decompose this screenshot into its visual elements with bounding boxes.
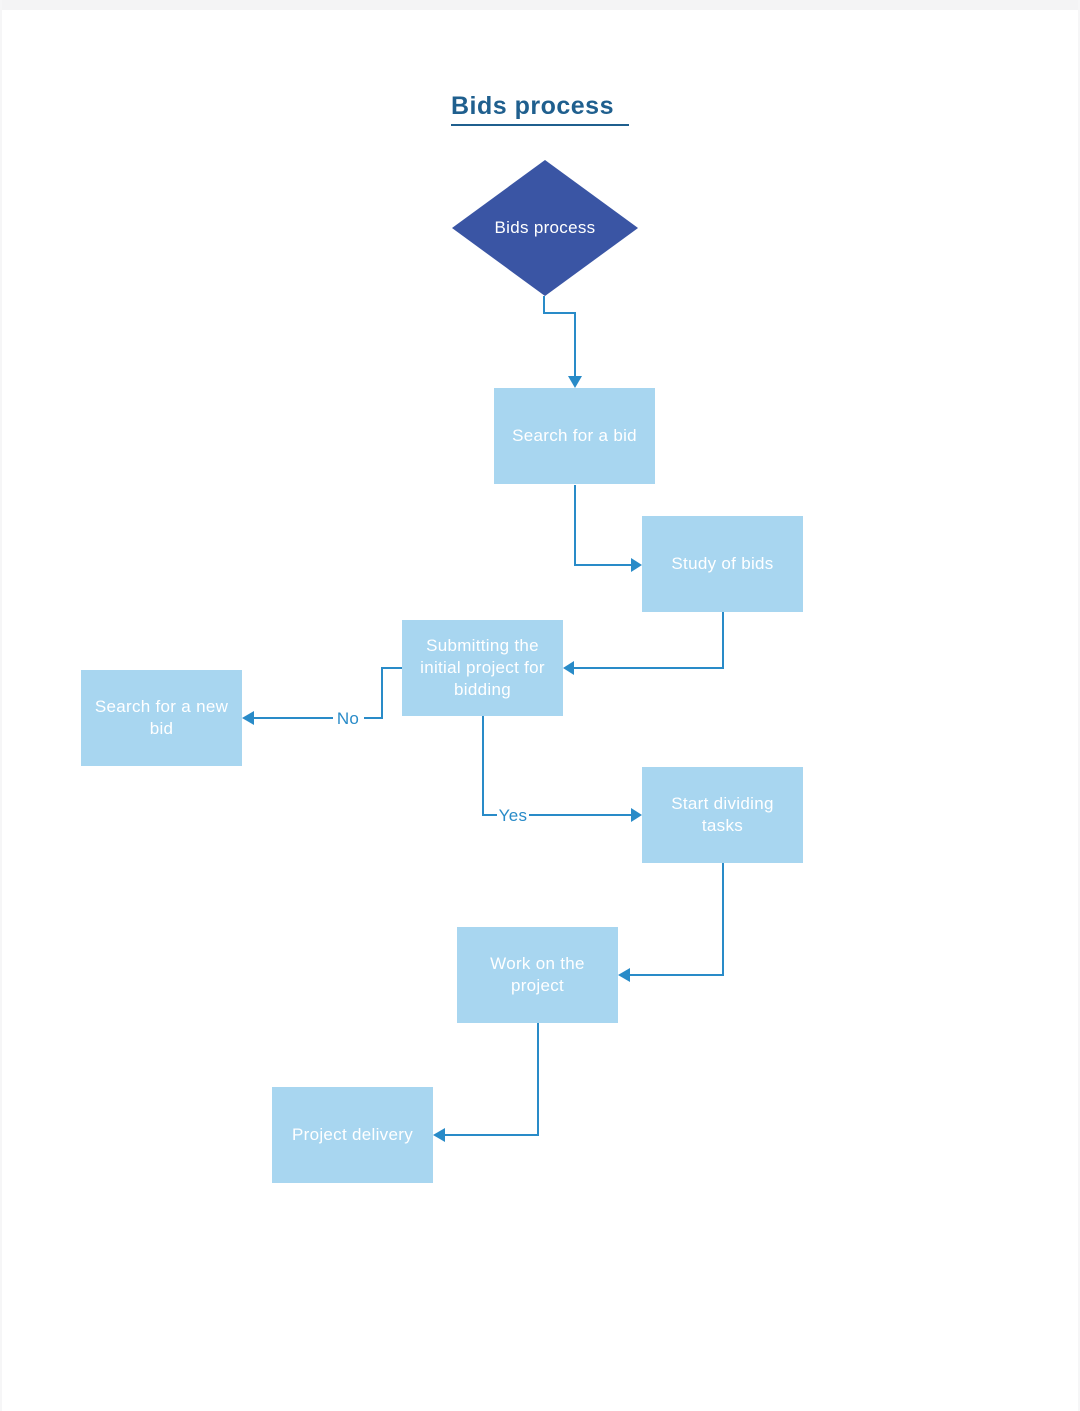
connector-study-to-submitting	[574, 611, 724, 669]
connector-no-branch	[254, 667, 402, 719]
edge-label-no: No	[336, 709, 360, 728]
node-search-for-a-new-bid: Search for a new bid	[81, 670, 242, 766]
connector-work-to-delivery	[445, 1022, 539, 1136]
node-submitting-initial-project-label: Submitting the initial project for biddi…	[420, 635, 545, 700]
title-row: Bids process	[2, 92, 1078, 126]
node-start-dividing-tasks-label: Start dividing tasks	[671, 793, 774, 835]
connector-dividing-to-work	[630, 863, 724, 976]
arrowhead-into-delivery	[433, 1128, 445, 1142]
node-project-delivery: Project delivery	[272, 1087, 433, 1183]
node-work-on-the-project: Work on the project	[457, 927, 618, 1023]
connector-search-to-study	[574, 485, 631, 566]
arrowhead-into-work	[618, 968, 630, 982]
node-work-on-the-project-label: Work on the project	[490, 953, 585, 995]
node-search-for-a-bid-label: Search for a bid	[512, 425, 637, 445]
connector-yes-branch	[482, 716, 631, 816]
node-study-of-bids-label: Study of bids	[671, 553, 774, 573]
node-start-dividing-tasks: Start dividing tasks	[642, 767, 803, 863]
node-project-delivery-label: Project delivery	[291, 1124, 413, 1144]
arrowhead-into-dividing	[631, 808, 642, 822]
node-search-for-a-bid: Search for a bid	[494, 388, 655, 484]
connector-start-to-search	[543, 296, 576, 377]
arrowhead-into-study	[631, 558, 642, 572]
page-top-margin	[2, 0, 1078, 10]
edge-label-yes: Yes	[498, 806, 528, 825]
arrowhead-into-search	[568, 376, 582, 388]
node-search-for-a-new-bid-label: Search for a new bid	[94, 696, 229, 738]
arrowhead-into-new-bid	[242, 711, 254, 725]
node-study-of-bids: Study of bids	[642, 516, 803, 612]
node-start-decision-label: Bids process	[494, 217, 596, 237]
arrowhead-into-submitting	[563, 661, 574, 675]
page-title: Bids process	[450, 92, 629, 126]
node-submitting-initial-project: Submitting the initial project for biddi…	[402, 620, 563, 716]
